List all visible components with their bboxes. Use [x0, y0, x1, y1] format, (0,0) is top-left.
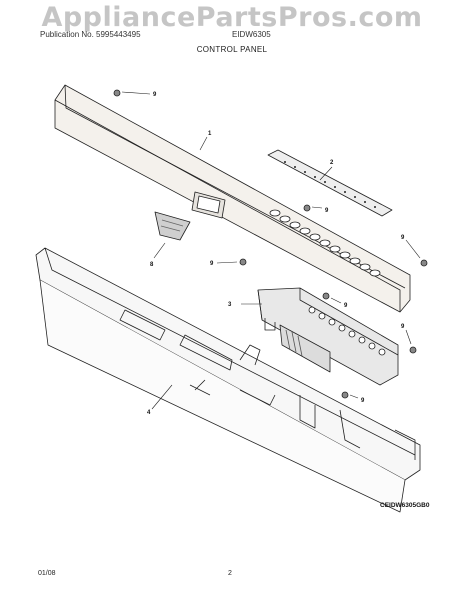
callout-9-bottom: 9	[361, 398, 365, 404]
callout-9-left: 9	[210, 261, 214, 267]
part-badge	[154, 211, 191, 241]
part-control-overlay	[267, 149, 393, 217]
callout-9-overlay: 9	[325, 208, 329, 214]
leader-lines	[121, 91, 421, 410]
section-title: CONTROL PANEL	[196, 45, 268, 54]
callout-2: 2	[330, 160, 334, 166]
callout-9-right: 9	[401, 235, 405, 241]
part-panel-frame	[35, 247, 421, 513]
callout-1: 1	[208, 131, 212, 137]
publication-number: Publication No. 5995443495	[40, 30, 141, 39]
part-console-panel	[54, 84, 411, 313]
site-watermark: AppliancePartsPros.com	[41, 2, 423, 33]
callout-4: 4	[147, 410, 151, 416]
callout-8: 8	[150, 262, 154, 268]
fasteners	[113, 89, 428, 399]
part-control-board	[257, 287, 399, 386]
callout-3: 3	[228, 302, 232, 308]
callout-9-side: 9	[401, 324, 405, 330]
page-number: 2	[228, 570, 232, 577]
footer-date: 01/08	[38, 570, 56, 577]
callout-9-board: 9	[344, 303, 348, 309]
callout-9-top: 9	[153, 92, 157, 98]
model-number: EIDW6305	[232, 30, 271, 39]
diagram-model-code: CEIDW6305GB0	[380, 502, 430, 509]
